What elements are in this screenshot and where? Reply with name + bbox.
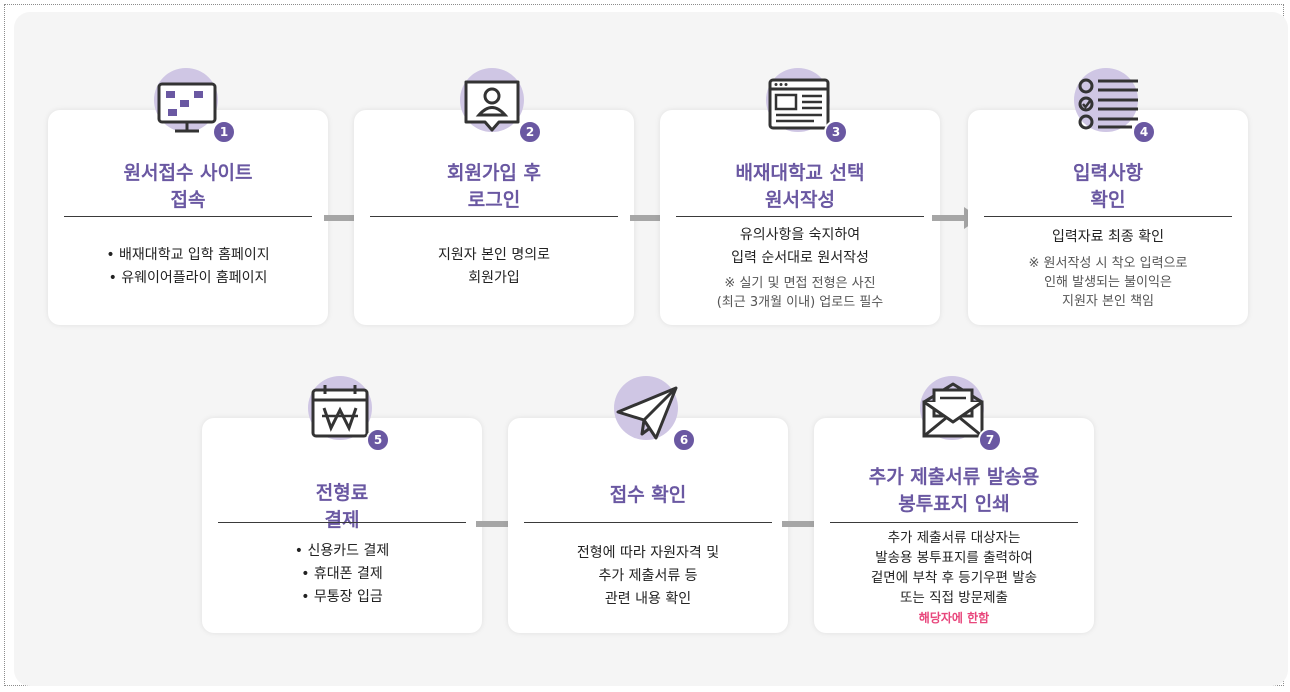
step-6-body: 전형에 따라 자원자격 및 추가 제출서류 등 관련 내용 확인: [508, 542, 788, 611]
step-2-line-2: 회원가입: [468, 270, 520, 286]
step-2-body: 지원자 본인 명의로 회원가입: [354, 244, 634, 290]
divider: [218, 522, 466, 523]
step-3-line-1: 유의사항을 숙지하여: [739, 227, 861, 243]
step-2-icon-group: 2: [448, 64, 548, 164]
step-1-item-2: • 유웨이어플라이 홈페이지: [108, 270, 268, 286]
step-3-title-line-1: 배재대학교 선택: [735, 162, 865, 184]
eligibility-note: 해당자에 한함: [918, 611, 990, 625]
step-4-note-line-3: 지원자 본인 책임: [1062, 294, 1154, 309]
step-3-icon-group: 3: [754, 64, 854, 164]
step-5-title: 전형료 결제: [202, 480, 482, 534]
step-6-title: 접수 확인: [508, 482, 788, 509]
step-2-title: 회원가입 후 로그인: [354, 160, 634, 214]
document-window-icon: [768, 78, 830, 130]
paper-plane-icon: [616, 386, 678, 440]
step-5-item-3: • 무통장 입금: [301, 589, 383, 605]
step-7-line-2: 발송용 봉투표지를 출력하여: [875, 550, 1033, 566]
step-4-icon-group: 4: [1062, 64, 1162, 164]
step-7-body: 추가 제출서류 대상자는 발송용 봉투표지를 출력하여 겉면에 부착 후 등기우…: [814, 528, 1094, 628]
step-5-item-2: • 휴대폰 결제: [301, 566, 383, 582]
step-7-title: 추가 제출서류 발송용 봉투표지 인쇄: [814, 464, 1094, 518]
step-4-title: 입력사항 확인: [968, 160, 1248, 214]
step-number-badge: 4: [1132, 120, 1156, 144]
step-5-body: • 신용카드 결제 • 휴대폰 결제 • 무통장 입금: [202, 540, 482, 609]
step-7-title-line-1: 추가 제출서류 발송용: [868, 466, 1040, 488]
step-card-4: 입력사항 확인 입력자료 최종 확인 ※ 원서작성 시 착오 입력으로 인해 발…: [968, 110, 1248, 325]
step-5-title-line-2: 결제: [324, 509, 360, 531]
step-4-title-line-1: 입력사항: [1073, 162, 1143, 184]
divider: [984, 216, 1232, 217]
step-4-body: 입력자료 최종 확인: [968, 226, 1248, 249]
calendar-won-icon: [311, 385, 369, 438]
step-number-badge: 7: [978, 428, 1002, 452]
step-1-icon-group: 1: [142, 64, 242, 164]
step-3-note: ※ 실기 및 면접 전형은 사진 (최근 3개월 이내) 업로드 필수: [660, 274, 940, 312]
step-card-3: 배재대학교 선택 원서작성 유의사항을 숙지하여 입력 순서대로 원서작성 ※ …: [660, 110, 940, 325]
step-card-5: 전형료 결제 • 신용카드 결제 • 휴대폰 결제 • 무통장 입금: [202, 418, 482, 633]
step-1-title: 원서접수 사이트 접속: [48, 160, 328, 214]
step-7-line-4: 또는 직접 방문제출: [900, 590, 1008, 606]
step-4-note-line-1: ※ 원서작성 시 착오 입력으로: [1028, 256, 1188, 271]
step-3-title-line-2: 원서작성: [765, 189, 835, 211]
step-3-note-line-2: (최근 3개월 이내) 업로드 필수: [716, 295, 884, 310]
step-4-note: ※ 원서작성 시 착오 입력으로 인해 발생되는 불이익은 지원자 본인 책임: [968, 254, 1248, 311]
step-1-item-1: • 배재대학교 입학 홈페이지: [106, 247, 270, 263]
step-6-line-1: 전형에 따라 자원자격 및: [576, 545, 720, 561]
step-2-title-line-1: 회원가입 후: [446, 162, 541, 184]
divider: [676, 216, 924, 217]
step-3-note-line-1: ※ 실기 및 면접 전형은 사진: [724, 276, 876, 291]
step-2-line-1: 지원자 본인 명의로: [438, 247, 550, 263]
step-number-badge: 3: [824, 120, 848, 144]
step-number-badge: 2: [518, 120, 542, 144]
step-6-title-line-1: 접수 확인: [609, 484, 687, 506]
step-card-1: 원서접수 사이트 접속 • 배재대학교 입학 홈페이지 • 유웨이어플라이 홈페…: [48, 110, 328, 325]
divider: [64, 216, 312, 217]
user-chat-icon: [464, 80, 520, 132]
divider: [370, 216, 618, 217]
step-card-6: 접수 확인 전형에 따라 자원자격 및 추가 제출서류 등 관련 내용 확인: [508, 418, 788, 633]
step-3-title: 배재대학교 선택 원서작성: [660, 160, 940, 214]
monitor-icon: [157, 82, 217, 133]
step-number-badge: 6: [672, 428, 696, 452]
step-2-title-line-2: 로그인: [467, 189, 521, 211]
step-card-7: 추가 제출서류 발송용 봉투표지 인쇄 추가 제출서류 대상자는 발송용 봉투표…: [814, 418, 1094, 633]
step-5-title-line-1: 전형료: [315, 482, 369, 504]
step-3-line-2: 입력 순서대로 원서작성: [731, 250, 869, 266]
step-1-body: • 배재대학교 입학 홈페이지 • 유웨이어플라이 홈페이지: [48, 244, 328, 290]
step-5-item-1: • 신용카드 결제: [294, 543, 390, 559]
step-4-line-1: 입력자료 최종 확인: [1052, 229, 1164, 245]
divider: [830, 522, 1078, 523]
step-7-line-3: 겉면에 부착 후 등기우편 발송: [870, 570, 1038, 586]
step-3-body: 유의사항을 숙지하여 입력 순서대로 원서작성: [660, 224, 940, 270]
step-7-icon-group: 7: [908, 372, 1008, 472]
step-6-line-3: 관련 내용 확인: [604, 591, 692, 607]
envelope-icon: [922, 382, 984, 438]
step-7-line-1: 추가 제출서류 대상자는: [887, 530, 1021, 546]
step-card-2: 회원가입 후 로그인 지원자 본인 명의로 회원가입: [354, 110, 634, 325]
checklist-icon: [1078, 78, 1138, 130]
step-4-note-line-2: 인해 발생되는 불이익은: [1044, 275, 1172, 290]
step-6-line-2: 추가 제출서류 등: [598, 568, 698, 584]
step-6-icon-group: 6: [602, 372, 702, 472]
step-4-title-line-2: 확인: [1090, 189, 1126, 211]
divider: [524, 522, 772, 523]
step-number-badge: 1: [212, 120, 236, 144]
step-1-title-line-1: 원서접수 사이트: [123, 162, 253, 184]
step-7-title-line-2: 봉투표지 인쇄: [898, 493, 1010, 515]
step-5-icon-group: 5: [296, 372, 396, 472]
step-1-title-line-2: 접속: [170, 189, 206, 211]
step-number-badge: 5: [366, 428, 390, 452]
